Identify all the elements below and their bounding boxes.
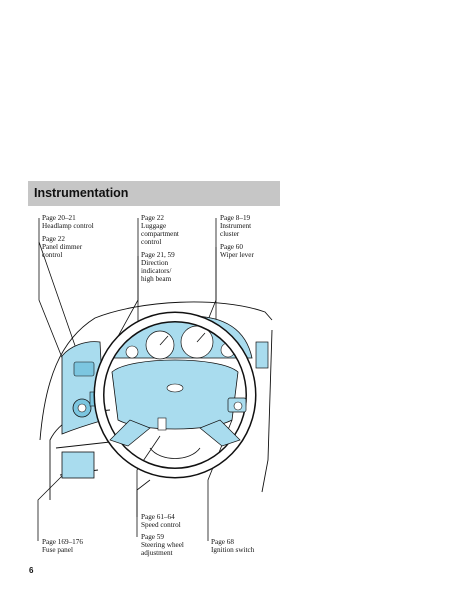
callout-instrument-cluster: Page 8–19 Instrument cluster	[220, 214, 252, 238]
callout-headlamp-control: Page 20–21 Headlamp control	[42, 214, 94, 230]
speed-control-switch	[157, 417, 167, 431]
left-control-panel	[61, 341, 105, 435]
right-spoke	[199, 419, 241, 447]
callout-fuse-panel: Page 169–176 Fuse panel	[42, 538, 83, 554]
section-header-bar: Instrumentation	[28, 181, 280, 206]
section-title: Instrumentation	[34, 186, 129, 200]
ford-emblem	[166, 383, 184, 393]
vent-left	[73, 361, 95, 377]
callout-wiper-lever: Page 60 Wiper lever	[220, 243, 254, 259]
leader-fuse	[37, 467, 71, 541]
fuse-panel-cover	[61, 451, 95, 479]
steering-wheel	[93, 311, 257, 479]
callout-direction-indicators: Page 21, 59 Direction indicators/ high b…	[141, 251, 175, 283]
callout-luggage-compartment: Page 22 Luggage compartment control	[141, 214, 179, 246]
ignition-key-slot	[233, 401, 243, 411]
fuel-gauge	[125, 345, 139, 359]
leader-luggage	[115, 218, 139, 341]
callout-steering-wheel-adjustment: Page 59 Steering wheel adjustment	[141, 533, 184, 557]
leader-steering	[136, 479, 151, 537]
page-number: 6	[29, 566, 34, 575]
left-spoke	[109, 419, 151, 447]
callout-speed-control: Page 61–64 Speed control	[141, 513, 181, 529]
vent-right	[255, 341, 269, 369]
leader-speed	[136, 435, 161, 517]
steering-hub	[111, 359, 239, 430]
ignition-area	[227, 341, 269, 413]
callout-panel-dimmer: Page 22 Panel dimmer control	[42, 235, 83, 259]
callout-ignition-switch: Page 68 Ignition switch	[211, 538, 255, 554]
